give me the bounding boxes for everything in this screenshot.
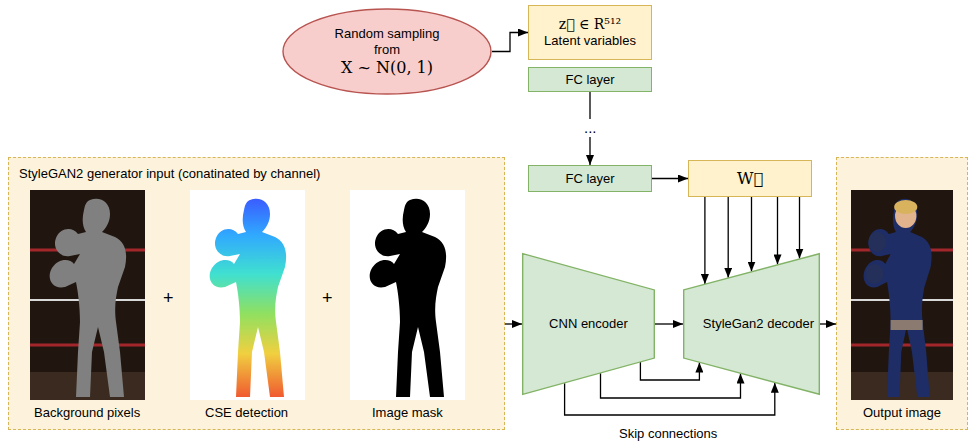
sampling-ellipse: Random sampling fromX ~ N(0, 1) [282,8,492,95]
arrow-connector [704,197,705,284]
arrow-connector [601,373,741,398]
node-title: Random sampling from [331,26,443,57]
node-subtitle: X ~ N(0, 1) [341,58,433,77]
node-subtitle: Latent variables [544,33,636,49]
trapezoid-outline [684,254,820,395]
skip-label: Skip connections [619,426,717,442]
arrow-connector [505,323,522,324]
node-title: z⃗ ∈ R⁵¹² [559,16,621,33]
ellipsis: ... [582,119,599,137]
node-title: StyleGAN2 generator input (conatinated b… [19,166,320,182]
node-title: FC layer [565,72,614,88]
image-caption: Image mask [372,405,443,421]
fc-layer-box: FC layer [528,67,652,92]
arrow-connector [820,323,836,324]
panel-fill [8,157,505,430]
trapezoid-outline [523,254,655,395]
cse-image [190,190,305,400]
plus-sign: + [163,288,174,310]
plus-sign: + [322,288,333,310]
node-title: CNN encoder [549,316,628,332]
ellipse-outline [283,9,491,94]
output-photo [851,190,953,400]
latent-box: z⃗ ∈ R⁵¹²Latent variables [528,5,652,60]
fc-layer-box: FC layer [528,165,652,192]
decoder-trapezoid: StyleGan2 decoder [683,253,820,395]
node-title: W⃗ [737,169,763,188]
image-caption: Background pixels [34,405,140,421]
background-photo [30,190,145,400]
arrow-connector [655,323,683,324]
image-caption: CSE detection [205,405,288,421]
mask-image [350,190,465,400]
node-title: FC layer [565,171,614,187]
node-title: Output image [863,405,941,421]
arrow-connector [799,197,800,259]
arrow-connector [492,33,528,52]
encoder-trapezoid: CNN encoder [522,253,655,395]
arrow-connector [728,197,729,278]
arrow-connector [565,383,775,415]
arrow-connector [640,362,699,380]
node-title: StyleGan2 decoder [689,316,814,332]
input-panel: StyleGAN2 generator input (conatinated b… [8,157,505,430]
panel-fill [836,157,968,430]
arrow-connector [652,178,688,179]
w-vector-box: W⃗ [688,160,812,197]
arrow-connector [751,197,752,272]
output-panel: Output image [836,157,968,430]
arrow-connector [777,197,778,264]
